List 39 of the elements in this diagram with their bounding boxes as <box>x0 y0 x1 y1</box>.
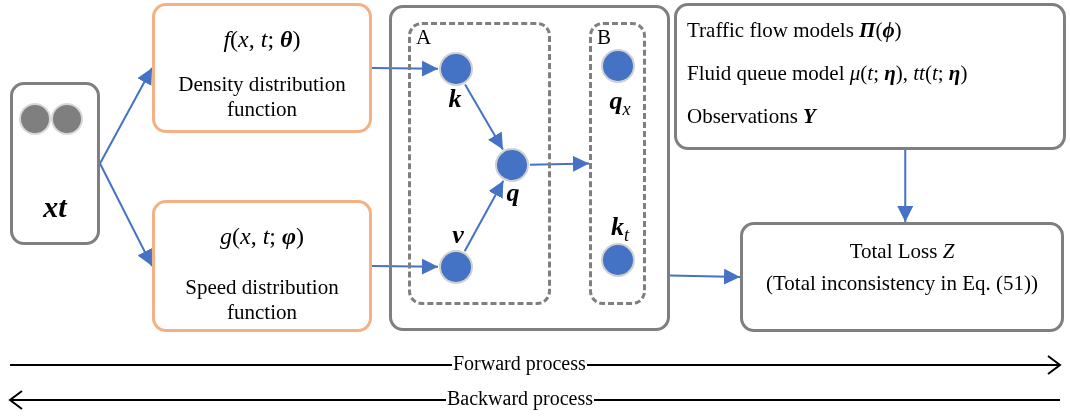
arrow <box>99 162 153 267</box>
model-text: Observations Y <box>687 104 819 129</box>
arrow <box>669 268 741 285</box>
arrow <box>99 67 153 165</box>
dashed-group-box <box>408 22 551 305</box>
variable-node-circle <box>439 250 473 284</box>
arrow <box>371 60 439 77</box>
group-letter: A <box>416 25 433 50</box>
arrow <box>464 83 504 151</box>
container-box <box>389 5 670 331</box>
variable-label: q <box>505 178 521 208</box>
dashed-group-box <box>589 22 646 305</box>
variable-node-circle <box>439 52 473 86</box>
arrow <box>371 258 439 275</box>
variable-label: v <box>451 220 465 250</box>
variable-label: xt <box>42 190 69 224</box>
variable-label: k$_{t}$ <box>609 212 631 247</box>
model-text: Traffic flow models Π(ϕ) <box>687 18 903 43</box>
variable-label: k <box>447 84 463 114</box>
variable-node-circle <box>495 148 529 182</box>
model-text: Fluid queue model μ(t; η), tt(t; η) <box>687 61 969 86</box>
loss-title: Total Loss Z <box>848 239 956 264</box>
group-letter: B <box>597 25 612 50</box>
variable-node-circle <box>601 243 635 277</box>
function-description: Density distribution function <box>177 72 347 122</box>
function-formula: g(x, t; φ) <box>218 223 305 250</box>
arrow <box>463 179 505 253</box>
variable-node-circle <box>601 49 635 83</box>
function-formula: f(x, t; θ) <box>222 26 302 53</box>
loss-box <box>740 222 1064 332</box>
function-box <box>152 200 372 332</box>
loss-description: (Total inconsistency in Eq. (51)) <box>764 271 1039 296</box>
variable-label: q$_{x}$ <box>608 86 632 121</box>
function-description: Speed distribution function <box>184 275 340 325</box>
arrow <box>529 155 590 172</box>
input-box <box>10 82 100 245</box>
arrow <box>897 149 914 223</box>
model-box <box>674 3 1066 150</box>
function-box <box>152 3 372 133</box>
